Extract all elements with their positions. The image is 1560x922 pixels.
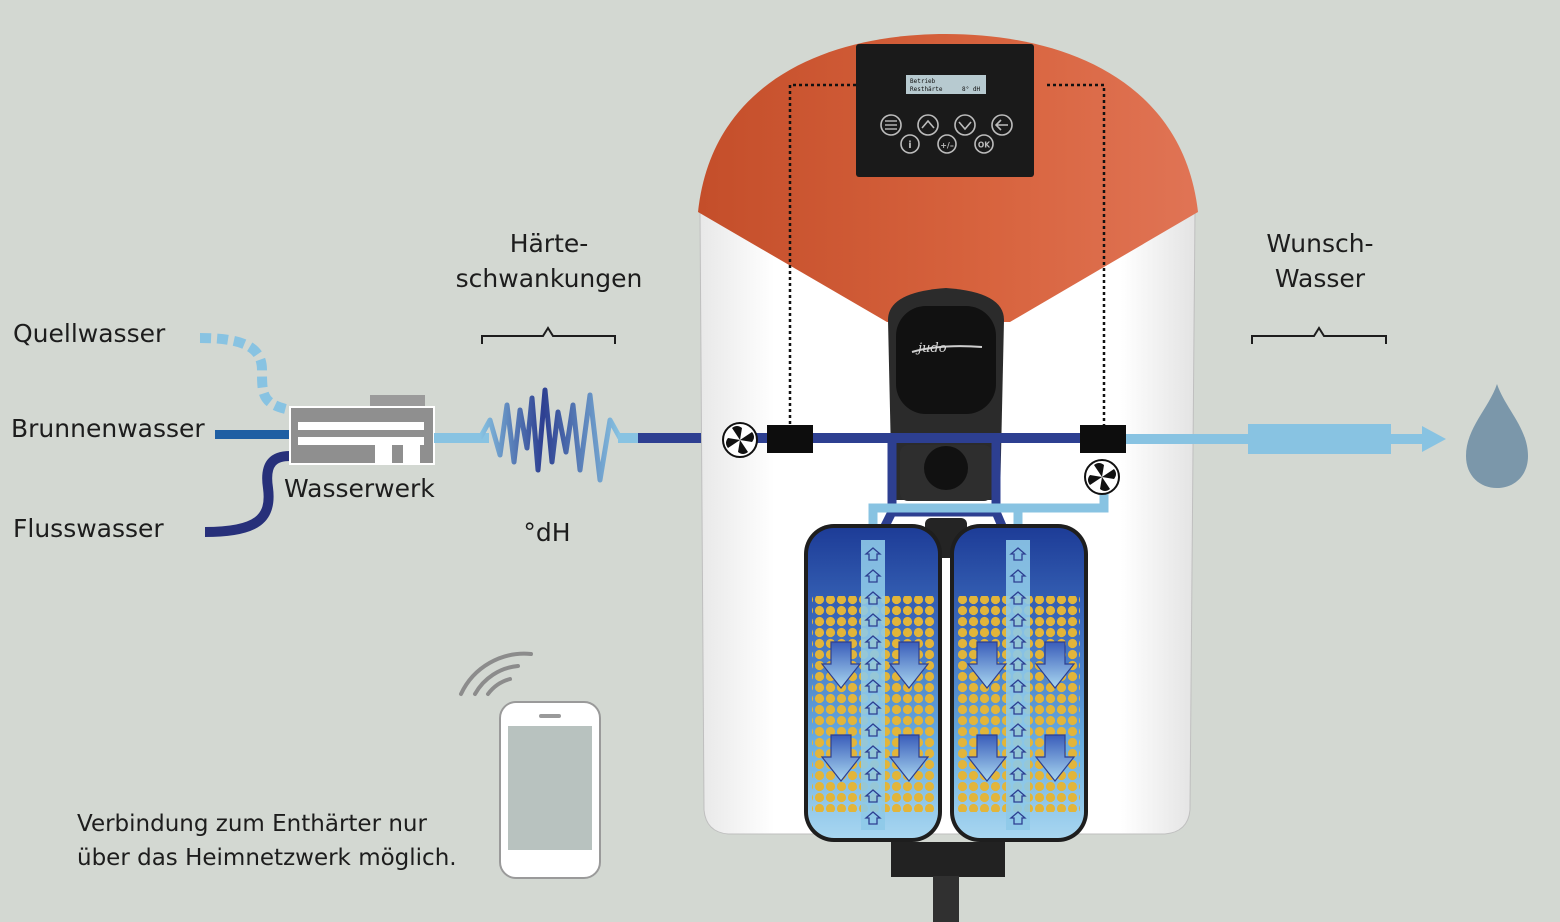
label-brunnenwasser: Brunnenwasser <box>11 414 205 443</box>
wunsch-brace <box>1251 326 1387 344</box>
turbine-meter-in <box>722 422 758 458</box>
label-flusswasser: Flusswasser <box>13 514 164 543</box>
sensor-signal-lines <box>788 83 1106 428</box>
ok-button-label: OK <box>978 141 991 150</box>
river-water-pipe <box>204 451 291 537</box>
chevron-down-icon <box>958 121 972 131</box>
lcd-line-1: Betrieb <box>910 78 936 85</box>
waterworks-icon <box>289 395 435 465</box>
label-unit-dh: °dH <box>523 518 571 547</box>
hardness-brace <box>481 326 616 344</box>
up-arrow-icon <box>864 679 882 693</box>
info-button[interactable] <box>900 134 920 154</box>
menu-icon <box>885 120 897 130</box>
resin-tank-left <box>804 524 942 842</box>
up-arrow-icon <box>864 811 882 825</box>
up-arrow-icon <box>864 657 882 671</box>
menu-button[interactable] <box>880 114 902 136</box>
bypass-knob <box>924 446 968 490</box>
hardness-sensor-out <box>1080 425 1126 453</box>
spring-water-pipe <box>199 333 292 415</box>
label-quellwasser: Quellwasser <box>13 319 166 348</box>
up-arrow-icon <box>1009 679 1027 693</box>
label-wasserwerk: Wasserwerk <box>284 474 435 503</box>
chevron-up-icon <box>921 119 935 129</box>
svg-text:judo: judo <box>915 341 947 356</box>
label-haerte-line1: Härte- <box>509 229 589 258</box>
up-arrow-icon <box>1009 811 1027 825</box>
lcd-line-2-value: 8° dH <box>962 86 980 93</box>
plusminus-button[interactable] <box>937 134 957 154</box>
up-arrow-icon <box>864 745 882 759</box>
wifi-icon <box>459 651 533 696</box>
logo-plate <box>896 306 996 414</box>
drain-hose <box>933 876 959 922</box>
up-arrow-icon <box>1009 547 1027 561</box>
up-arrow-icon <box>864 767 882 781</box>
judo-logo: judo <box>911 341 983 356</box>
soft-water-outlet-section <box>1248 424 1391 454</box>
smartphone-icon <box>499 701 601 879</box>
down-button[interactable] <box>954 114 976 136</box>
lcd-line-2-label: Resthärte <box>910 86 943 93</box>
device-cap <box>698 34 1198 322</box>
label-haerte-line2: schwankungen <box>455 264 643 293</box>
up-arrow-icon <box>1009 591 1027 605</box>
back-button[interactable] <box>991 114 1013 136</box>
up-arrow-icon <box>1009 745 1027 759</box>
up-arrow-icon <box>864 613 882 627</box>
up-arrow-icon <box>864 591 882 605</box>
label-wunsch-line1: Wunsch- <box>1266 229 1374 258</box>
arrow-left-icon <box>994 119 1008 131</box>
flow-down-arrows <box>820 641 1076 782</box>
up-arrow-icon <box>1009 635 1027 649</box>
water-drop-icon <box>1466 384 1528 488</box>
well-water-pipe <box>215 430 290 439</box>
inflow-pipe-hard <box>638 433 740 443</box>
flow-up-arrows <box>864 547 1027 825</box>
up-arrow-icon <box>864 701 882 715</box>
up-arrow-icon <box>864 569 882 583</box>
hardness-sensor-in <box>767 425 813 453</box>
up-arrow-icon <box>1009 789 1027 803</box>
info-button-label: i <box>908 140 911 151</box>
main-hard-water-pipe <box>740 433 1120 443</box>
up-arrow-icon <box>864 635 882 649</box>
outlet-arrow-icon <box>1422 426 1446 452</box>
plusminus-button-label: +/– <box>940 141 954 150</box>
ok-button[interactable] <box>974 134 994 154</box>
label-wunsch-line2: Wasser <box>1274 264 1366 293</box>
up-arrow-icon <box>1009 701 1027 715</box>
inflow-pipe-light <box>618 433 640 443</box>
note-line1: Verbindung zum Enthärter nur <box>77 811 427 837</box>
up-arrow-icon <box>1009 723 1027 737</box>
up-button[interactable] <box>917 114 939 136</box>
control-panel <box>856 44 1034 177</box>
note-line2: über das Heimnetzwerk möglich. <box>77 845 457 871</box>
up-arrow-icon <box>1009 613 1027 627</box>
hardness-wave <box>477 387 623 483</box>
up-arrow-icon <box>864 789 882 803</box>
lcd-display <box>906 75 986 94</box>
turbine-meter-out <box>1084 459 1120 495</box>
up-arrow-icon <box>1009 657 1027 671</box>
drain-connector <box>891 842 1005 877</box>
raw-water-pipe <box>434 433 489 443</box>
up-arrow-icon <box>1009 569 1027 583</box>
up-arrow-icon <box>864 723 882 737</box>
up-arrow-icon <box>1009 767 1027 781</box>
up-arrow-icon <box>864 547 882 561</box>
